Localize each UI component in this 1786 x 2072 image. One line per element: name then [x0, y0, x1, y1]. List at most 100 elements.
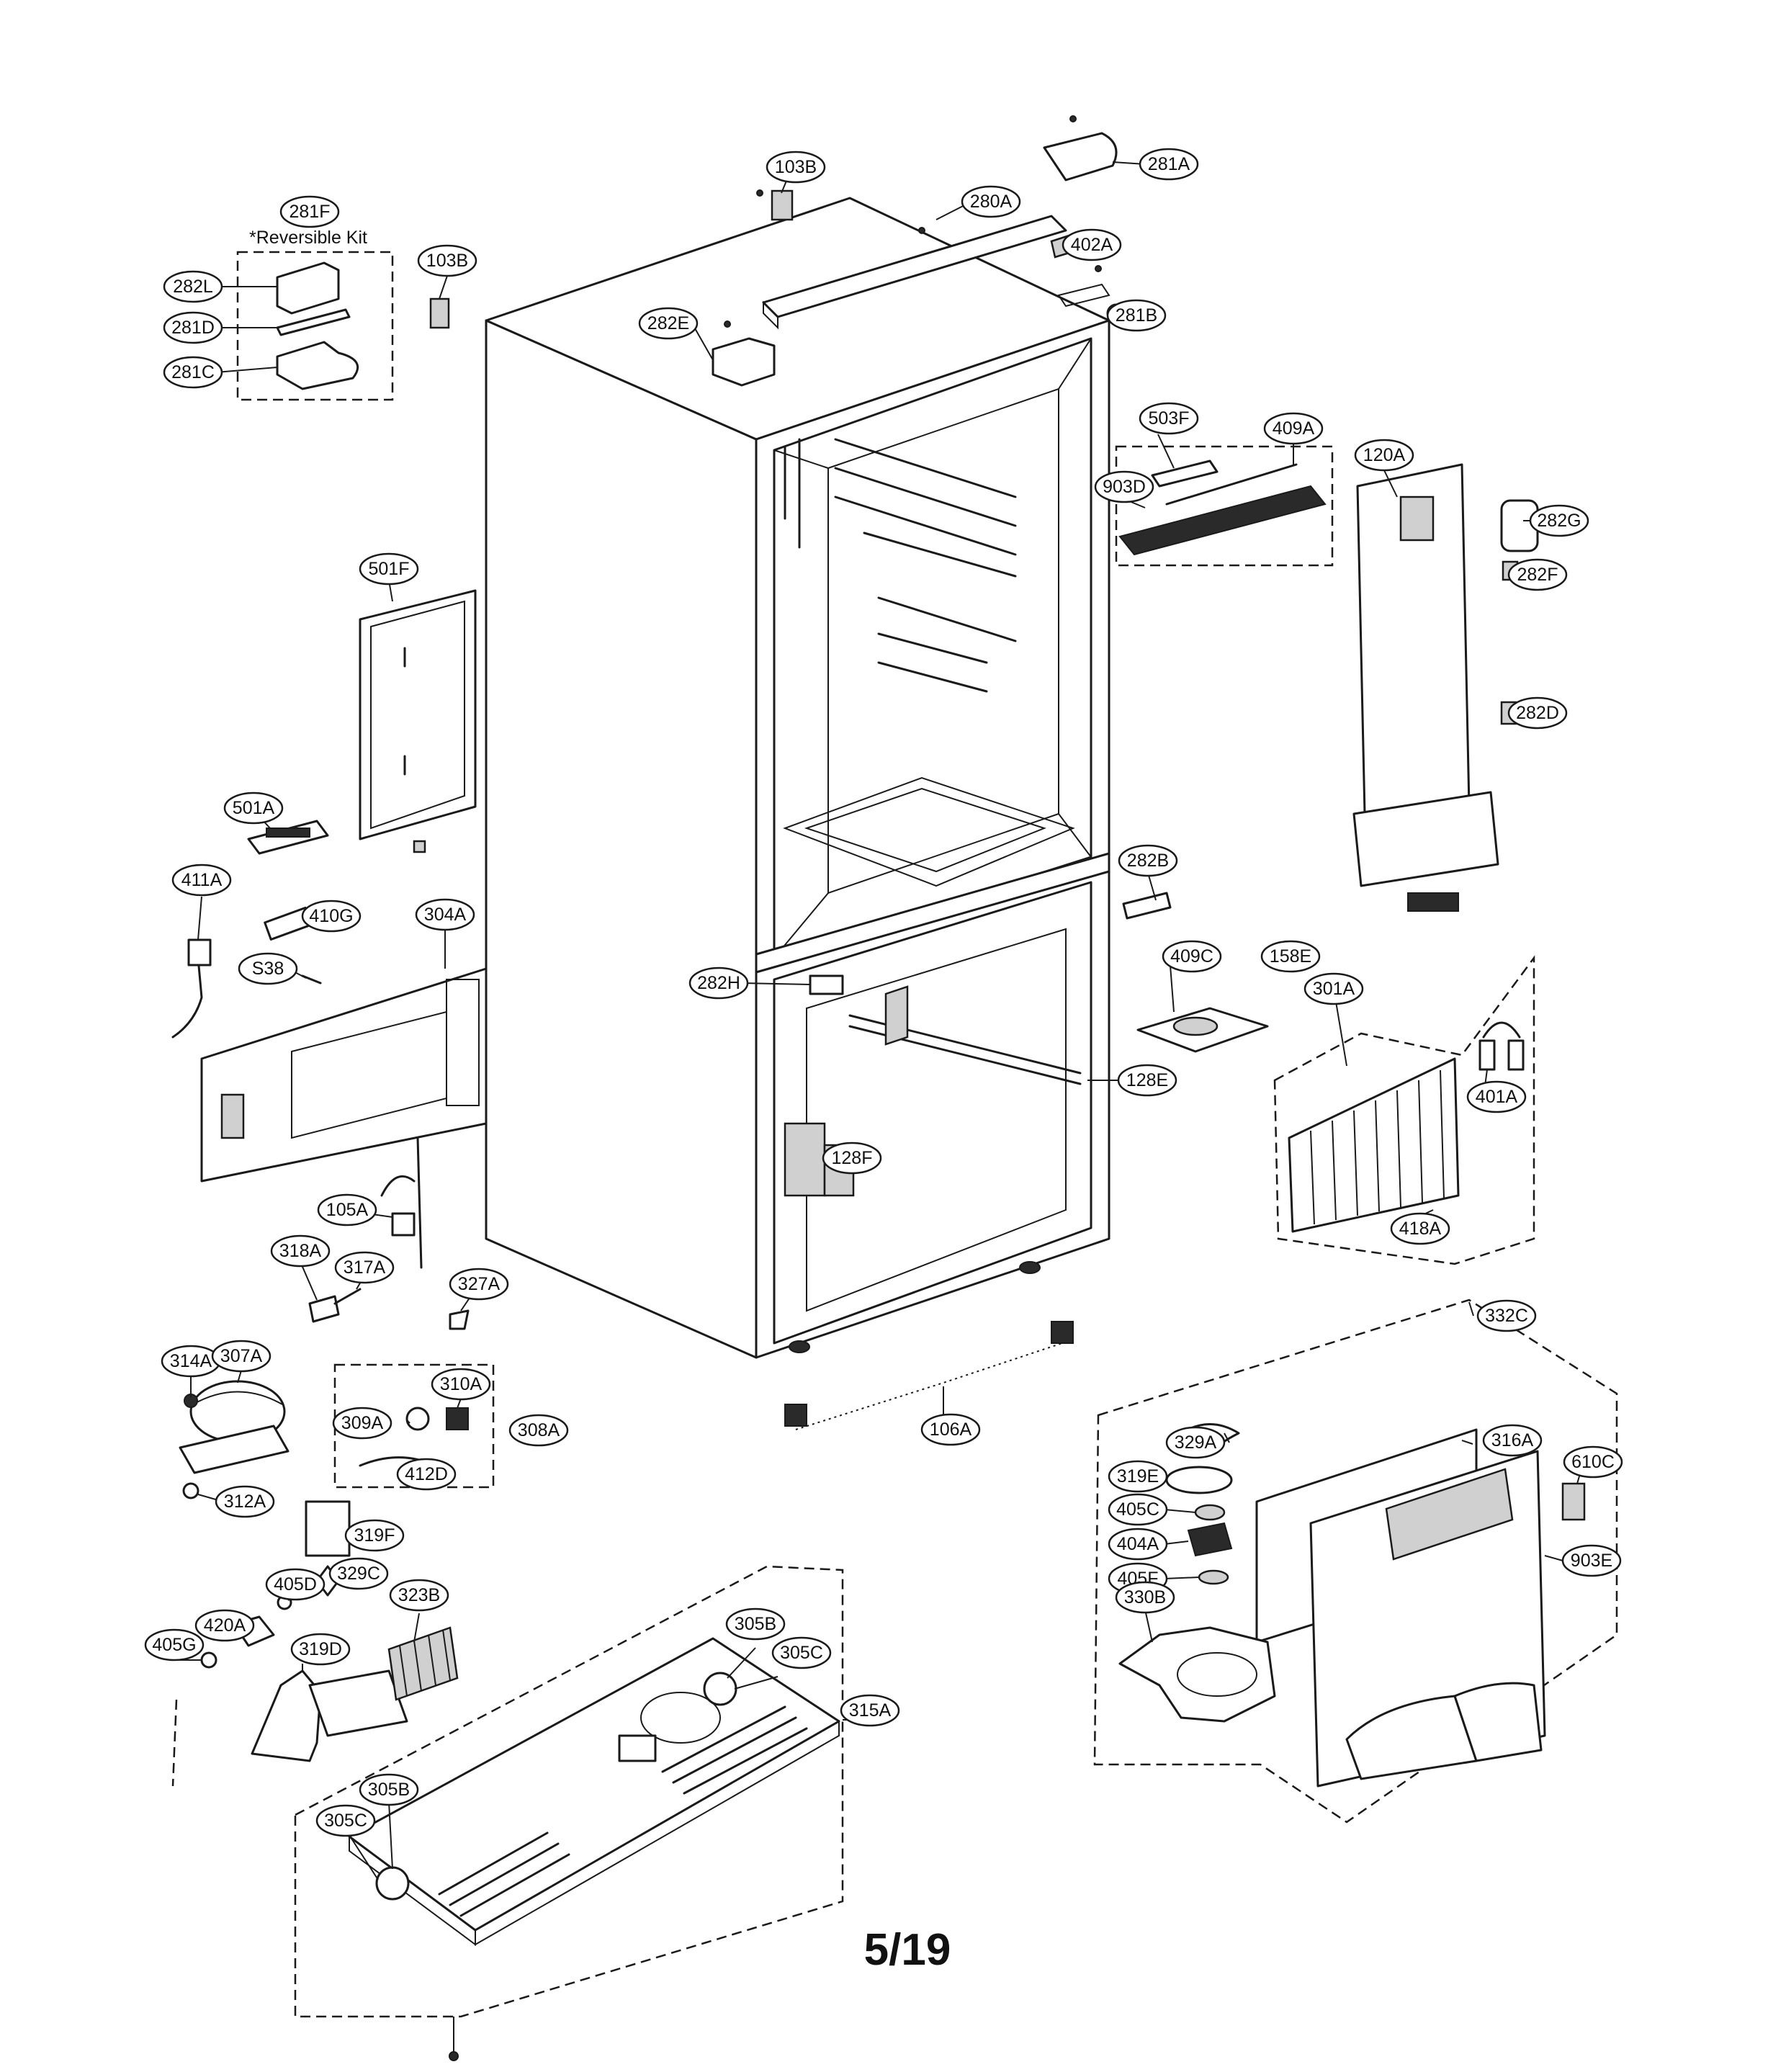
callout-label: 410G — [309, 906, 353, 926]
callout-label: 304A — [424, 905, 467, 925]
callout-label: 327A — [458, 1274, 501, 1294]
callout-label: 319F — [354, 1525, 395, 1546]
callout-bubble — [1094, 470, 1154, 503]
callout-bubble — [1561, 1544, 1622, 1577]
condenser-fan-group — [171, 1500, 459, 1787]
reversible-kit-note: *Reversible Kit — [249, 228, 367, 248]
callout-label: 282D — [1516, 703, 1559, 723]
callout-323b: 323B — [389, 1579, 449, 1612]
callout-281f: 281F — [279, 195, 340, 228]
callout-label: 282E — [647, 313, 689, 333]
callout-282h: 282H — [688, 967, 749, 1000]
callout-label: 501F — [369, 559, 410, 579]
callout-bubble — [1476, 1299, 1537, 1332]
callout-bubble — [238, 952, 298, 985]
callout-bubble — [290, 1633, 351, 1666]
callout-label: 282F — [1517, 565, 1558, 585]
callout-label: 411A — [181, 870, 223, 890]
callout-bubble — [301, 900, 362, 933]
callout-282l: 282L — [163, 270, 223, 303]
callout-label: 281D — [171, 318, 215, 338]
callout-label: 317A — [344, 1257, 386, 1278]
callout-bubble — [317, 1193, 377, 1226]
cabinet — [485, 197, 1110, 1359]
callout-bubble — [1139, 402, 1199, 435]
callout-label: 158E — [1270, 946, 1311, 967]
callout-305c-bottom: 305C — [315, 1804, 376, 1837]
callout-label: 405D — [274, 1574, 317, 1595]
callout-label: 282B — [1127, 851, 1169, 871]
callout-bubble — [163, 356, 223, 389]
callout-bubble — [223, 791, 284, 825]
callout-bubble — [1260, 940, 1321, 973]
callout-319f: 319F — [344, 1519, 405, 1552]
callout-bubble — [1118, 844, 1178, 877]
callout-label: 282L — [173, 277, 213, 297]
callout-label: 280A — [970, 192, 1013, 212]
callout-503f: 503F — [1139, 402, 1199, 435]
callout-bubble — [163, 311, 223, 344]
callout-308a: 308A — [508, 1414, 569, 1447]
callout-128e: 128E — [1117, 1064, 1177, 1097]
callout-label: 418A — [1399, 1219, 1442, 1239]
callout-105a: 105A — [317, 1193, 377, 1226]
callout-103b-left: 103B — [417, 244, 477, 277]
lamp-assembly — [1115, 445, 1334, 567]
callout-329c: 329C — [328, 1557, 389, 1590]
callout-bubble — [211, 1340, 272, 1373]
callout-label: 316A — [1491, 1430, 1534, 1450]
callout-305c-top: 305C — [771, 1636, 832, 1669]
callout-label: 405G — [152, 1635, 196, 1655]
callout-280a: 280A — [961, 185, 1021, 218]
callout-bubble — [194, 1609, 255, 1642]
callout-319d: 319D — [290, 1633, 351, 1666]
callout-bubble — [1108, 1460, 1168, 1493]
callout-327a: 327A — [449, 1268, 509, 1301]
vent-slots — [438, 1705, 808, 1917]
callout-bubble — [771, 1636, 832, 1669]
callout-304a: 304A — [415, 898, 475, 931]
callout-bubble — [1139, 148, 1199, 181]
callout-bubble — [638, 307, 699, 340]
leveling-feet — [784, 1321, 1074, 1430]
callout-label: 128E — [1126, 1070, 1168, 1090]
callout-label: 420A — [204, 1615, 246, 1636]
callout-label: 404A — [1117, 1534, 1159, 1554]
callout-label: 305C — [780, 1643, 823, 1663]
callout-418a: 418A — [1390, 1212, 1450, 1245]
callout-409a: 409A — [1263, 412, 1324, 445]
callout-301a: 301A — [1303, 972, 1364, 1005]
callout-305b-top: 305B — [725, 1607, 786, 1641]
callout-label: 332C — [1485, 1306, 1528, 1326]
callout-281a: 281A — [1139, 148, 1199, 181]
callout-label: 402A — [1071, 235, 1113, 255]
callout-405d: 405D — [265, 1568, 326, 1601]
callout-318a: 318A — [270, 1234, 331, 1268]
callout-bubble — [1108, 1493, 1168, 1526]
left-side-parts — [171, 589, 488, 1330]
callout-bubble — [766, 151, 826, 184]
callout-501f: 501F — [359, 552, 419, 586]
callout-bubble — [415, 898, 475, 931]
callout-bubble — [344, 1519, 405, 1552]
callout-label: 329A — [1175, 1432, 1217, 1453]
callout-bubble — [688, 967, 749, 1000]
callout-label: 401A — [1476, 1087, 1518, 1107]
callout-label: 409C — [1170, 946, 1213, 967]
callout-310a: 310A — [431, 1368, 491, 1401]
callout-bubble — [270, 1234, 331, 1268]
callout-label: 307A — [220, 1346, 263, 1366]
callout-282d: 282D — [1507, 696, 1568, 730]
air-duct — [1352, 463, 1539, 912]
callout-bubble — [417, 244, 477, 277]
callout-903d: 903D — [1094, 470, 1154, 503]
callout-label: S38 — [252, 959, 284, 979]
callout-label: 281C — [171, 362, 215, 382]
callout-bubble — [163, 270, 223, 303]
evaporator-fins — [1310, 1069, 1445, 1225]
callout-bubble — [1165, 1426, 1226, 1459]
reversible-kit — [236, 251, 394, 401]
callout-410g: 410G — [301, 900, 362, 933]
callout-412d: 412D — [396, 1458, 457, 1491]
